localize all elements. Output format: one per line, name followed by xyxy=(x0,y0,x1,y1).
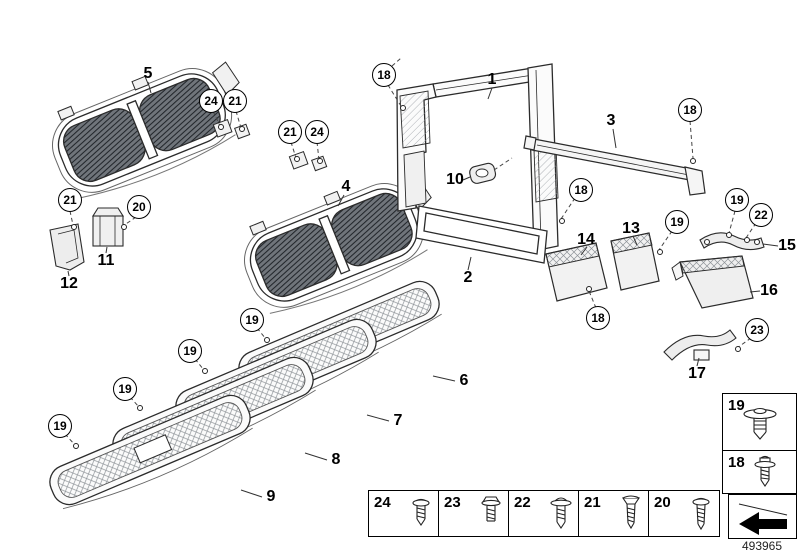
washer-head-screw-icon xyxy=(549,495,573,532)
part-3-bar xyxy=(523,135,706,196)
callout-19[interactable]: 19 xyxy=(48,414,72,438)
part-14-duct xyxy=(545,242,608,302)
callout-2[interactable]: 2 xyxy=(463,269,473,286)
callout-19[interactable]: 19 xyxy=(113,377,137,401)
legend-label-24: 24 xyxy=(374,494,391,511)
legend-box-20[interactable]: 20 xyxy=(648,490,720,537)
callout-16[interactable]: 16 xyxy=(760,282,778,299)
washer-screw-icon xyxy=(750,455,780,489)
part-9-duct xyxy=(49,394,253,510)
legend-box-24[interactable]: 24 xyxy=(368,490,440,537)
callout-5[interactable]: 5 xyxy=(143,65,153,82)
legend-label-19: 19 xyxy=(728,397,745,414)
callout-21[interactable]: 21 xyxy=(58,188,82,212)
legend-box-23[interactable]: 23 xyxy=(438,490,510,537)
callout-21[interactable]: 21 xyxy=(278,120,302,144)
legend-box-22[interactable]: 22 xyxy=(508,490,580,537)
expansion-rivet-icon xyxy=(738,406,782,444)
oval-head-screw-icon xyxy=(619,495,643,532)
callout-18[interactable]: 18 xyxy=(569,178,593,202)
part-12-channel xyxy=(49,223,85,271)
callout-17[interactable]: 17 xyxy=(688,365,706,382)
callout-8[interactable]: 8 xyxy=(331,451,341,468)
callout-11[interactable]: 11 xyxy=(97,252,115,269)
callout-3[interactable]: 3 xyxy=(606,112,616,129)
legend-label-20: 20 xyxy=(654,494,671,511)
callout-9[interactable]: 9 xyxy=(266,488,276,505)
callout-21[interactable]: 21 xyxy=(223,89,247,113)
pan-head-screw-icon xyxy=(409,495,433,532)
legend-label-18: 18 xyxy=(728,454,745,471)
callout-18[interactable]: 18 xyxy=(678,98,702,122)
legend-label-21: 21 xyxy=(584,494,601,511)
fastener-dots xyxy=(71,105,750,449)
part-15-bracket xyxy=(699,232,765,251)
callout-24[interactable]: 24 xyxy=(305,120,329,144)
callout-20[interactable]: 20 xyxy=(127,195,151,219)
callout-19[interactable]: 19 xyxy=(725,188,749,212)
diagram-number: 493965 xyxy=(741,539,783,553)
callout-19[interactable]: 19 xyxy=(665,210,689,234)
callout-14[interactable]: 14 xyxy=(577,231,595,248)
part-13-duct xyxy=(610,232,660,291)
callout-23[interactable]: 23 xyxy=(745,318,769,342)
tapping-screw-icon xyxy=(689,495,713,532)
callout-24[interactable]: 24 xyxy=(199,89,223,113)
callout-18[interactable]: 18 xyxy=(372,63,396,87)
leader-lines-solid xyxy=(67,81,779,498)
part-1-frame xyxy=(396,63,559,252)
part-11-bracket xyxy=(92,207,124,247)
part-5-grille xyxy=(52,61,240,199)
legend-box-19[interactable]: 19 xyxy=(722,393,797,452)
part-10-plate xyxy=(469,162,497,184)
part-2-frame xyxy=(415,205,548,264)
legend-box-21[interactable]: 21 xyxy=(578,490,650,537)
part-4-grille xyxy=(244,176,432,314)
legend-label-22: 22 xyxy=(514,494,531,511)
callout-4[interactable]: 4 xyxy=(341,178,351,195)
callout-12[interactable]: 12 xyxy=(60,275,78,292)
hex-flange-bolt-icon xyxy=(479,495,503,532)
callout-7[interactable]: 7 xyxy=(393,412,403,429)
part-16-duct xyxy=(671,255,754,309)
direction-arrow-box[interactable] xyxy=(728,494,797,539)
callout-13[interactable]: 13 xyxy=(622,220,640,237)
callout-1[interactable]: 1 xyxy=(487,71,497,88)
callout-19[interactable]: 19 xyxy=(178,339,202,363)
part-17-bracket xyxy=(663,329,737,361)
callout-22[interactable]: 22 xyxy=(749,203,773,227)
callout-15[interactable]: 15 xyxy=(778,237,796,254)
legend-label-23: 23 xyxy=(444,494,461,511)
callout-6[interactable]: 6 xyxy=(459,372,469,389)
legend-box-18[interactable]: 18 xyxy=(722,450,797,494)
callout-18[interactable]: 18 xyxy=(586,306,610,330)
callout-19[interactable]: 19 xyxy=(240,308,264,332)
direction-arrow-icon xyxy=(738,503,787,535)
callout-10[interactable]: 10 xyxy=(446,171,464,188)
